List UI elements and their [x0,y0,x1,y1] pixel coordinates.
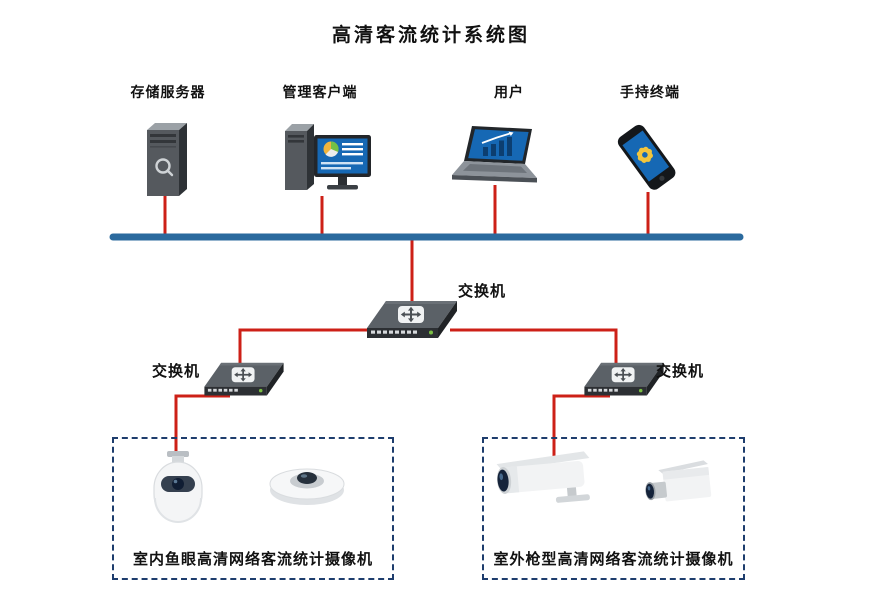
device-label-management-client: 管理客户端 [282,84,358,100]
dome-camera-icon [153,451,203,523]
server-tower-icon [147,123,187,196]
bullet-camera-icon [496,451,590,503]
laptop-icon [452,126,537,183]
smartphone-icon [617,124,676,190]
left-network-switch-icon [204,362,284,396]
left-switch-label: 交换机 [152,363,201,380]
desktop-computer-icon [285,124,371,190]
link-core-to-right-switch [450,328,618,368]
fisheye-camera-icon [269,468,345,505]
device-label-storage-server: 存储服务器 [130,84,206,100]
indoor-camera-group-label: 室内鱼眼高清网络客流统计摄像机 [132,551,373,568]
device-label-handheld-terminal: 手持终端 [620,84,680,100]
outdoor-camera-group-label: 室外枪型高清网络客流统计摄像机 [493,551,734,568]
right-switch-label: 交换机 [656,363,705,380]
diagram-title: 高清客流统计系统图 [331,25,530,46]
device-label-user: 用户 [494,84,524,100]
core-network-switch-icon [367,301,457,338]
link-core-to-left-switch [238,328,380,368]
indoor-camera-group-box: 室内鱼眼高清网络客流统计摄像机 [112,437,394,580]
link-left-switch-to-indoor-cameras [174,394,230,463]
box-camera-icon [645,460,712,502]
right-network-switch-icon [584,362,664,396]
outdoor-camera-group-box: 室外枪型高清网络客流统计摄像机 [482,437,745,580]
core-switch-label: 交换机 [458,283,507,300]
